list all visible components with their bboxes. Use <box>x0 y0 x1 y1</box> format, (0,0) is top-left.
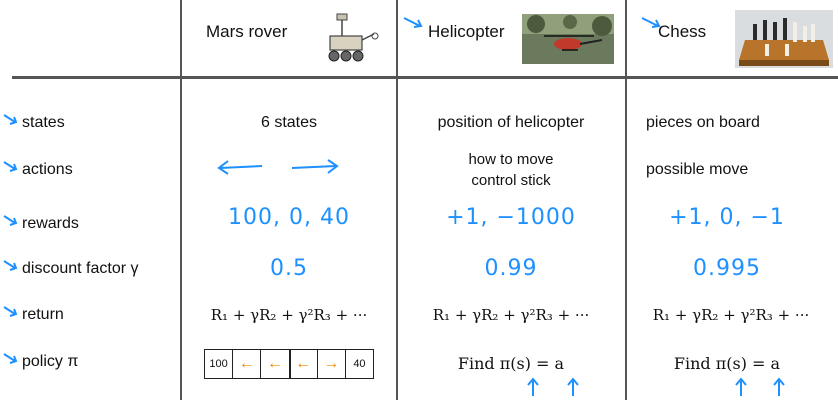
pointer-arrow-icon <box>403 17 423 28</box>
policy-cell-arrow: ← <box>233 350 262 378</box>
pointer-arrow-icon <box>3 114 18 125</box>
mars-rewards: 100, 0, 40 <box>228 205 350 230</box>
mars-rover-icon <box>328 13 379 62</box>
policy-cell-arrow: ← <box>290 350 318 378</box>
chessboard-photo-icon <box>735 10 833 68</box>
policy-cell-terminal: 40 <box>353 358 366 370</box>
row-label-rewards: rewards <box>22 215 79 232</box>
chess-return: R₁ + γR₂ + γ²R₃ + ··· <box>652 306 810 324</box>
chess-actions: possible move <box>646 161 749 178</box>
chess-policy: Find π(s) = a <box>673 354 781 373</box>
chess-discount: 0.995 <box>693 256 761 281</box>
helicopter-states: position of helicopter <box>437 114 585 131</box>
mars-return: R₁ + γR₂ + γ²R₃ + ··· <box>210 306 368 324</box>
header-mars-rover: Mars rover <box>206 22 288 41</box>
pointer-arrow-icon <box>3 215 18 226</box>
pointer-arrow-icon <box>3 353 18 364</box>
mars-discount: 0.5 <box>270 256 308 281</box>
header-helicopter: Helicopter <box>428 22 505 41</box>
row-label-discount: discount factor γ <box>22 260 139 277</box>
left-right-arrows-icon <box>217 159 339 175</box>
header-divider <box>12 76 838 79</box>
row-label-policy: policy π <box>22 353 79 370</box>
helicopter-discount: 0.99 <box>484 256 538 281</box>
helicopter-photo-icon <box>522 14 614 64</box>
mars-states: 6 states <box>260 114 318 131</box>
policy-cell-arrow: ← <box>260 349 291 379</box>
column-divider-2 <box>396 0 398 400</box>
up-arrows-icon <box>527 377 579 396</box>
policy-cell-terminal: 100 <box>205 350 234 378</box>
pointer-arrow-icon <box>3 306 18 317</box>
helicopter-rewards: +1, −1000 <box>446 205 576 230</box>
pointer-arrow-icon <box>3 260 18 271</box>
row-label-actions: actions <box>22 161 73 178</box>
policy-cell-arrow: → <box>318 350 346 378</box>
helicopter-actions-line1: how to move <box>468 151 554 168</box>
helicopter-return: R₁ + γR₂ + γ²R₃ + ··· <box>432 306 590 324</box>
row-label-return: return <box>22 306 64 323</box>
chess-states: pieces on board <box>646 114 760 131</box>
helicopter-policy: Find π(s) = a <box>457 354 565 373</box>
mars-policy-grid: 100 ← ← ← → 40 <box>204 349 374 379</box>
helicopter-actions-line2: control stick <box>471 172 551 189</box>
column-divider-1 <box>180 0 182 400</box>
up-arrows-icon <box>735 377 785 396</box>
chess-rewards: +1, 0, −1 <box>669 205 785 230</box>
row-label-states: states <box>22 114 65 131</box>
pointer-arrow-icon <box>3 161 18 172</box>
column-divider-3 <box>625 0 627 400</box>
header-chess: Chess <box>658 22 707 41</box>
pointer-arrow-icon <box>641 17 661 28</box>
